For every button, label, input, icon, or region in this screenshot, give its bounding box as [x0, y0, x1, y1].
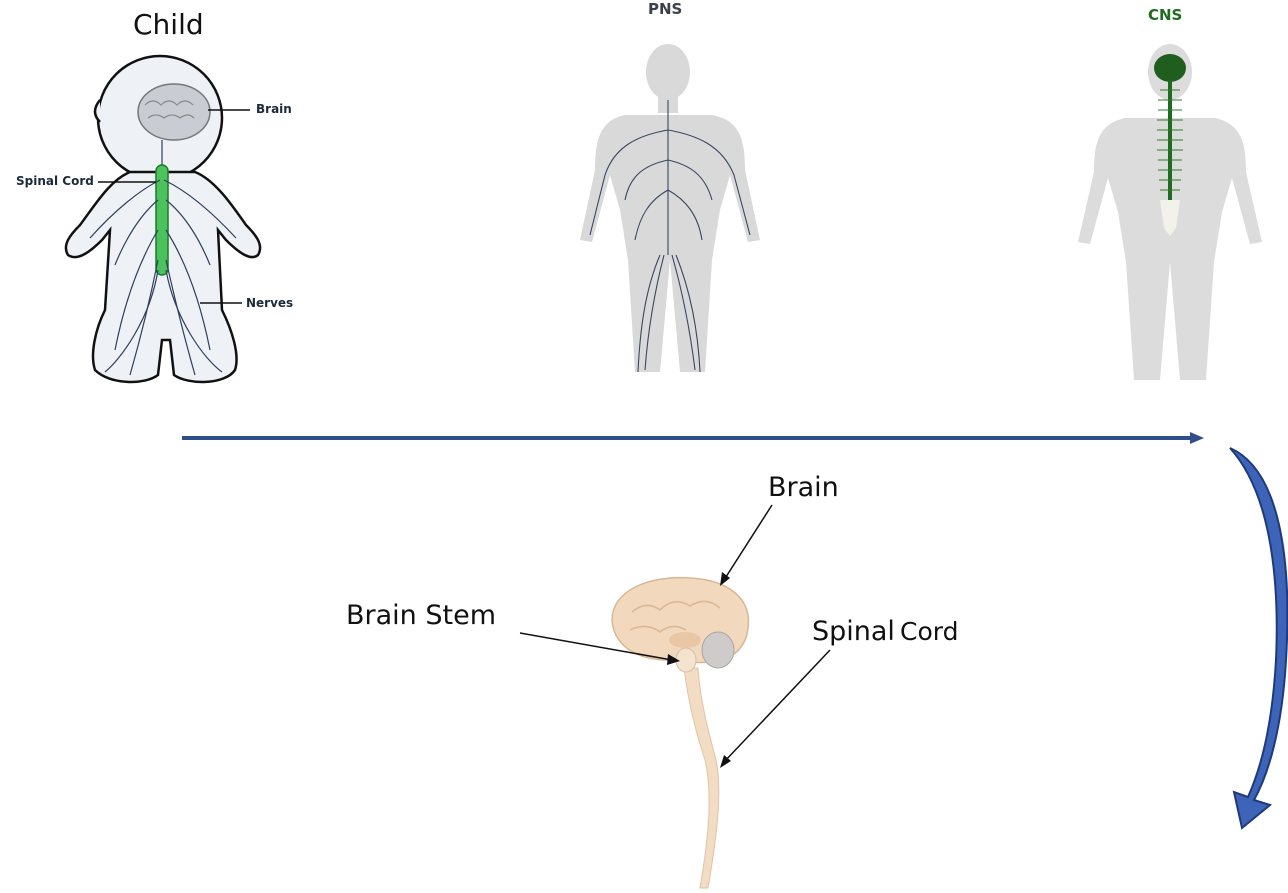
brain-stem-label: Brain Stem: [346, 600, 496, 631]
cord-word: Cord: [900, 617, 958, 646]
pns-figure: [580, 44, 760, 372]
brain-anatomy: [520, 505, 830, 888]
curved-arrow: [1230, 448, 1287, 828]
cns-figure: [1078, 44, 1262, 380]
spinal-cord-label: Spinal Cord: [812, 616, 959, 647]
child-figure: [66, 56, 260, 382]
child-spinal-cord-label: Spinal Cord: [16, 174, 94, 188]
brain-label: Brain: [768, 472, 839, 503]
spinal-word: Spinal: [812, 616, 895, 647]
horizontal-arrow: [182, 432, 1204, 444]
child-nerves-label: Nerves: [246, 296, 293, 310]
child-brain-label: Brain: [256, 102, 292, 116]
